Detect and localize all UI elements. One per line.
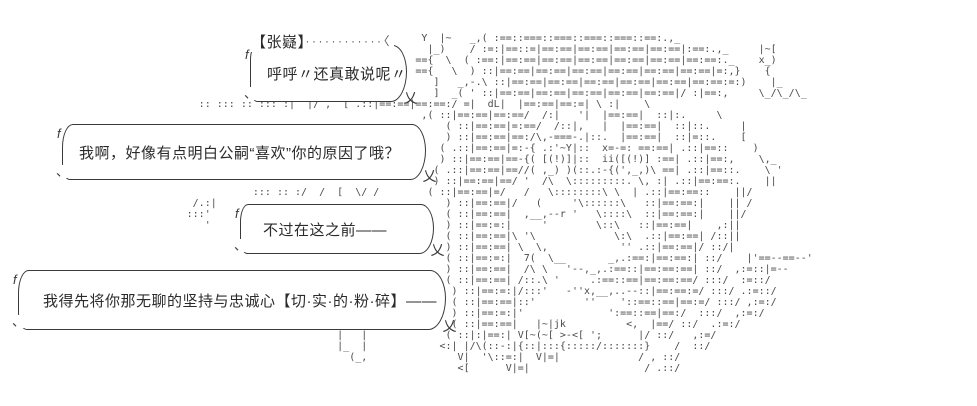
speech-bubble-4: f 我得先将你那无聊的坚持与忠诚心【切·实·的·粉·碎】—— 、 乂: [11, 270, 457, 333]
bubble-hook-bottom: 、: [243, 86, 259, 101]
speech-bubble-2: f 我啊，好像有点明白公嗣“喜欢”你的原因了哦？ 、 乂: [55, 124, 437, 183]
bubble-tail: 乂: [403, 90, 418, 106]
bubble-tail: 乂: [442, 318, 457, 334]
bubble-hook-bottom: 、: [55, 164, 71, 179]
bubble-text: 我得先将你那无聊的坚持与忠诚心【切·实·的·粉·碎】——: [43, 292, 437, 310]
bubble-text: 呼呼〃还真敢说呢〃: [267, 66, 407, 83]
bubble-hook-top: f: [234, 206, 241, 221]
bubble-text: 不过在这之前——: [263, 221, 388, 239]
character-name-label: 【张嶷】············〈: [249, 34, 394, 52]
name-trail-decoration: ············〈: [305, 34, 392, 48]
speech-bubble-1: 【张嶷】············〈 f 呼呼〃还真敢说呢〃 、 乂: [243, 34, 418, 105]
bubble-hook-top: f: [244, 47, 251, 62]
bubble-hook-top: f: [56, 126, 63, 141]
bubble-text: 我啊，好像有点明白公嗣“喜欢”你的原因了哦？: [79, 144, 400, 162]
ascii-art-character: Y |~ _,( :==::===::===::===::===::==:.,_…: [186, 33, 813, 374]
bubble-tail: 乂: [422, 168, 437, 184]
speech-bubble-3: f 不过在这之前—— 、 乂: [233, 204, 445, 257]
bubble-tail: 乂: [430, 242, 445, 258]
bubble-hook-bottom: 、: [11, 314, 27, 329]
bubble-hook-top: f: [12, 272, 19, 287]
character-name: 【张嶷】: [251, 34, 306, 51]
bubble-hook-bottom: 、: [233, 238, 249, 253]
